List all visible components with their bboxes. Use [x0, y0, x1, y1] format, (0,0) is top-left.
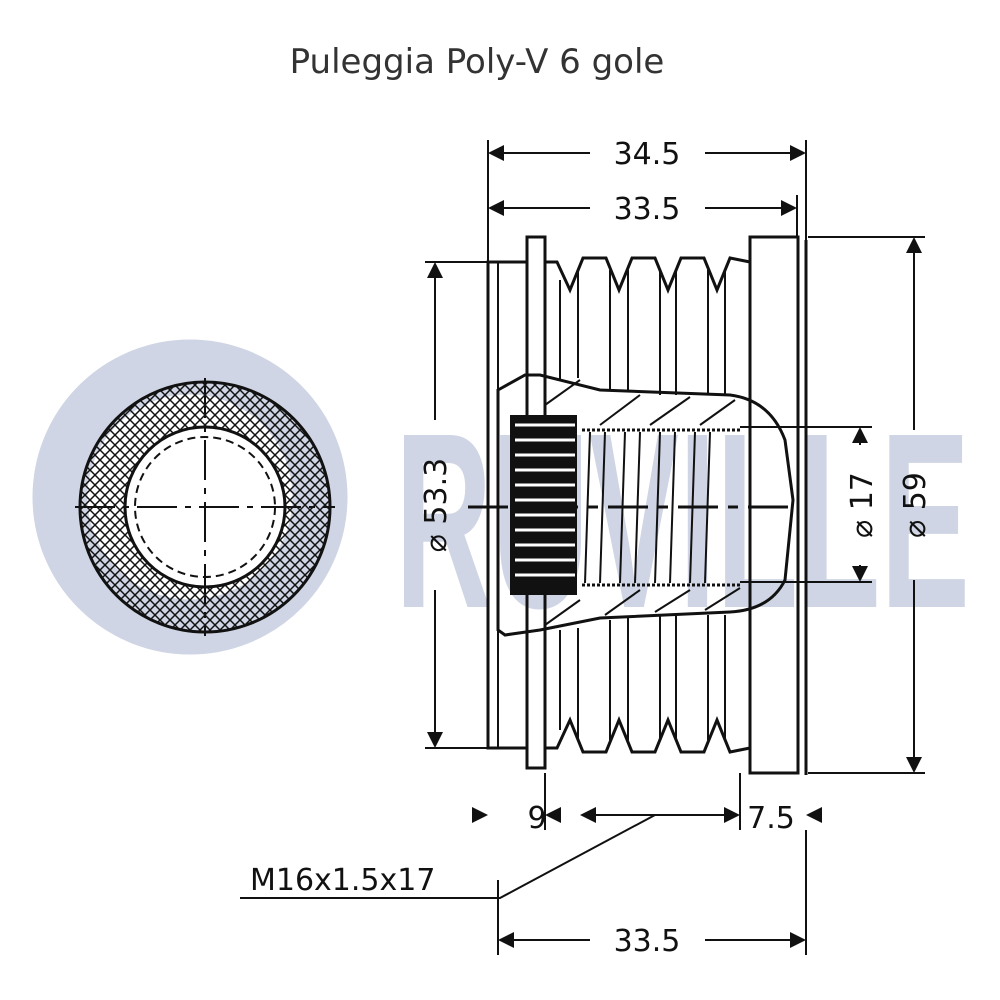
dim-width-top: 33.5: [614, 192, 681, 227]
drawing-title: Puleggia Poly-V 6 gole: [290, 42, 665, 82]
pulley-side-view: [468, 235, 808, 775]
dim-outer-diameter: ⌀ 59: [898, 472, 933, 538]
dim-right-offset: 7.5: [747, 801, 795, 836]
dimension-labels: 34.5 33.5 33.5 ⌀ 53.3 ⌀ 59 ⌀ 17 9 7.5 M1…: [250, 137, 933, 959]
dim-overall-width: 34.5: [614, 137, 681, 172]
dim-thread-diameter: ⌀ 17: [845, 472, 880, 538]
thread-spec-label: M16x1.5x17: [250, 863, 435, 898]
pulley-end-view: [75, 378, 335, 636]
dim-width-bottom: 33.5: [614, 924, 681, 959]
dimension-lines: [240, 140, 925, 955]
dim-hub-diameter: ⌀ 53.3: [419, 458, 454, 552]
dim-left-offset: 9: [527, 801, 546, 836]
watermark-text: RUVILLE: [395, 381, 970, 660]
